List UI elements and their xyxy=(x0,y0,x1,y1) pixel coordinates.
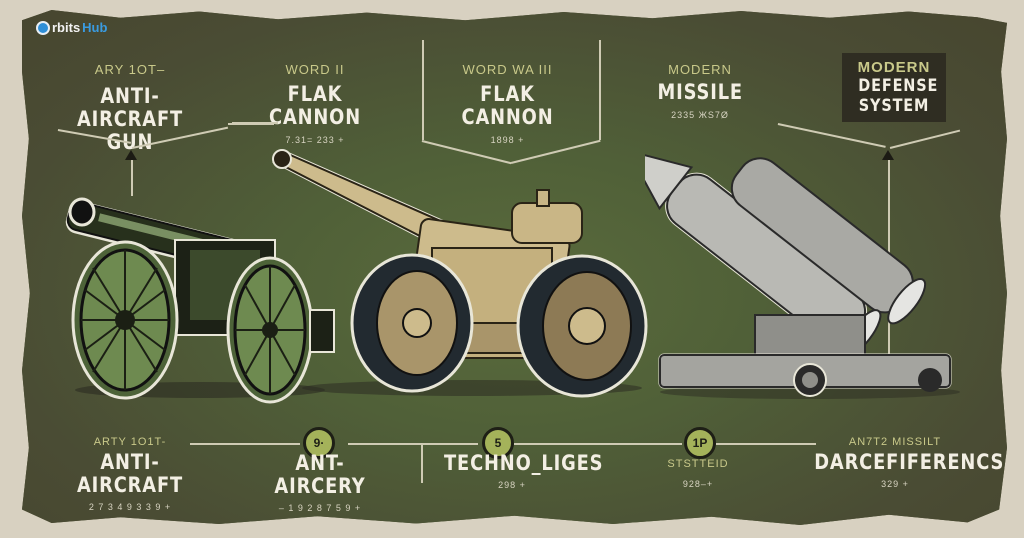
tire-left xyxy=(350,253,474,393)
era-label: AN7T2 MISSILT xyxy=(848,436,942,448)
timeline-marker[interactable]: 1P xyxy=(684,427,716,459)
weapon-detail: 329 + xyxy=(881,479,909,489)
wwi-field-gun-illustration xyxy=(65,197,335,404)
pointer-arrow-icon xyxy=(882,150,894,160)
weapon-detail: 7.31= 233 + xyxy=(285,135,345,145)
bottom-label-darcefiferencs: AN7T2 MISSILT DARCEFIFERENCS 329 + xyxy=(800,436,1005,489)
weapon-title: ANTI-AIRCRAFT GUN xyxy=(76,84,184,154)
era-label: WORD II xyxy=(285,62,345,77)
weapon-detail: 298 + xyxy=(498,480,526,490)
bottom-label-ststteid: STSTTEID 928–+ xyxy=(658,458,738,489)
bottom-label-anti-aircraft: ARTY 1O1T- ANTI-AIRCRAFT 2 7 3 4 9 3 3 9… xyxy=(40,436,220,512)
top-label-flak-cannon-1: WORD II FLAK CANNON 7.31= 233 + xyxy=(235,62,395,145)
flak-cannon-illustration xyxy=(272,149,648,398)
logo-text: rbits xyxy=(52,20,81,35)
top-label-anti-aircraft-gun: ARY 1OT– ANTI-AIRCRAFT GUN xyxy=(40,62,220,154)
top-label-modern-missile: MODERN MISSILE 2335 ЖS7Ø xyxy=(650,62,750,120)
logo-text-accent: Hub xyxy=(82,20,108,35)
era-label: MODERN xyxy=(668,62,732,77)
weapon-title: FLAK CANNON xyxy=(268,82,362,129)
connector-line xyxy=(131,160,133,196)
timeline-line xyxy=(716,443,816,445)
weapon-title: TECHNO_LIGES xyxy=(444,451,604,475)
weapon-title: ANTI-AIRCRAFT xyxy=(76,450,184,497)
weapon-detail: – 1 9 2 8 7 5 9 + xyxy=(278,503,362,513)
frame-line xyxy=(599,40,601,140)
weapon-title: DARCEFIFERENCS xyxy=(814,450,1005,474)
frame-line xyxy=(422,40,424,140)
weapon-detail: 928–+ xyxy=(682,479,714,489)
weapon-title: STSTTEID xyxy=(667,458,729,470)
era-label: ARY 1OT– xyxy=(94,62,166,77)
wheel-left xyxy=(71,240,179,400)
timeline-tick xyxy=(421,443,423,483)
timeline-marker[interactable]: 5 xyxy=(482,427,514,459)
era-label: ARTY 1O1T- xyxy=(93,436,167,448)
era-label: WORD WA III xyxy=(462,62,553,77)
era-label: MODERN xyxy=(857,59,931,76)
top-label-modern-defense-system: MODERN DEFENSE SYSTEM xyxy=(842,53,946,122)
weapon-detail: 1898 + xyxy=(490,135,525,145)
brand-logo[interactable]: rbits Hub xyxy=(36,20,107,35)
weapon-detail: 2 7 3 4 9 3 3 9 + xyxy=(88,502,172,512)
top-label-flak-cannon-2: WORD WA III FLAK CANNON 1898 + xyxy=(425,62,590,145)
weapon-detail: 2335 ЖS7Ø xyxy=(671,110,729,120)
weapon-title: FLAK CANNON xyxy=(461,82,554,129)
timeline-line xyxy=(190,443,300,445)
weapon-title: ANT-AIRCERY xyxy=(274,451,366,498)
weapon-title: MISSILE xyxy=(657,80,743,104)
connector-line xyxy=(232,122,278,124)
bottom-label-technologies: TECHNO_LIGES 298 + xyxy=(432,451,604,491)
timeline-marker[interactable]: 9· xyxy=(303,427,335,459)
timeline-line xyxy=(348,443,478,445)
wheel-right xyxy=(226,256,314,404)
tire-right xyxy=(516,254,648,398)
missile-launcher-illustration xyxy=(645,149,960,399)
weapon-title: DEFENSE SYSTEM xyxy=(858,76,939,116)
timeline-line xyxy=(514,443,682,445)
bottom-label-ant-aircery: ANT-AIRCERY – 1 9 2 8 7 5 9 + xyxy=(245,451,395,514)
connector-line xyxy=(228,123,274,125)
globe-icon xyxy=(36,20,50,35)
pointer-arrow-icon xyxy=(125,150,137,160)
